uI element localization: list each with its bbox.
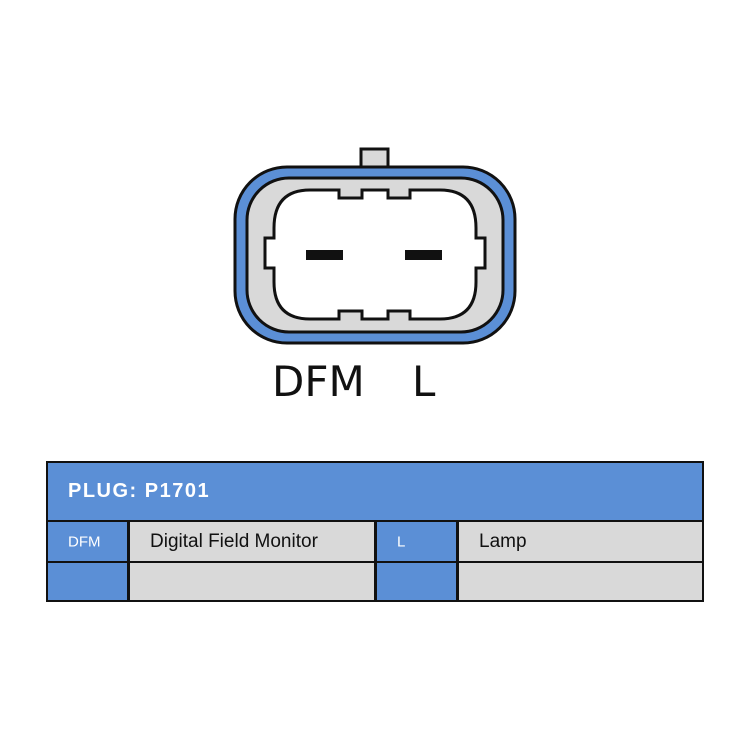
row1-desc1-cell: Digital Field Monitor bbox=[130, 522, 374, 561]
pin-label-l: L bbox=[412, 357, 436, 406]
pin-l bbox=[405, 250, 442, 260]
pin-dfm bbox=[306, 250, 343, 260]
plug-header: PLUG: P1701 bbox=[48, 463, 702, 520]
row1-pin2-cell: L bbox=[377, 522, 456, 561]
row1-pin1-cell: DFM bbox=[48, 522, 127, 561]
plug-table: PLUG: P1701 DFM Digital Field Monitor L … bbox=[46, 461, 704, 602]
row1-desc2-cell: Lamp bbox=[459, 522, 702, 561]
pin-label-dfm: DFM bbox=[272, 357, 365, 406]
row2-desc2-cell bbox=[459, 563, 702, 600]
row2-desc1-cell bbox=[130, 563, 374, 600]
row2-pin2-cell bbox=[377, 563, 456, 600]
row1-pin2: L bbox=[397, 533, 406, 550]
row1-pin1: DFM bbox=[68, 533, 101, 550]
connector-socket bbox=[263, 188, 487, 321]
row2-pin1-cell bbox=[48, 563, 127, 600]
row1-desc2: Lamp bbox=[479, 530, 527, 552]
row1-desc1: Digital Field Monitor bbox=[150, 530, 318, 552]
